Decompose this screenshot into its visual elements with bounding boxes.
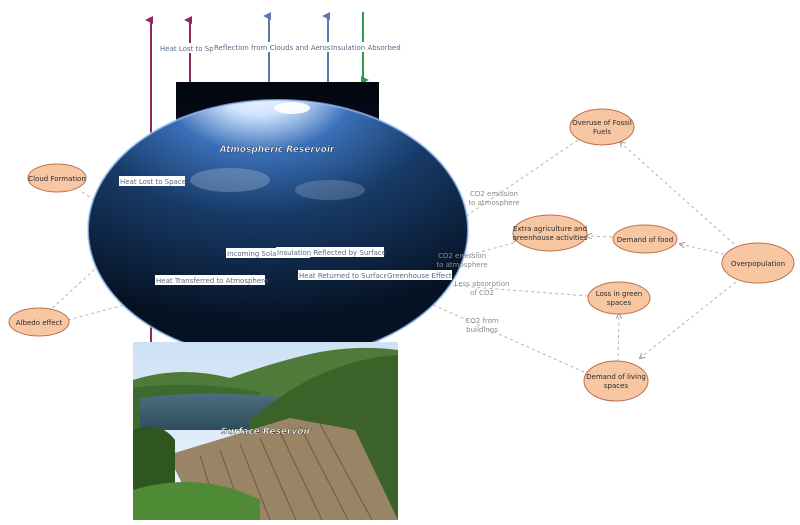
- node-agri-label-line1: Extra agriculture and: [513, 225, 587, 233]
- node-overuse-fossil-fuels[interactable]: Overuse of Fossil Fuels: [569, 108, 635, 146]
- label-co2-emission-2-line2: to atmosphere: [436, 261, 487, 269]
- node-living-label-line1: Demand of living: [586, 373, 646, 381]
- node-living-label-line2: spaces: [604, 382, 629, 390]
- label-co2-emission-1-line2: to atmosphere: [468, 199, 519, 207]
- label-co2-emission-2-line1: CO2 emission: [438, 252, 486, 260]
- node-loss-green-spaces[interactable]: Loss in green spaces: [587, 281, 651, 315]
- link-living-to-green: [618, 314, 619, 363]
- surface-reservoir-title: Surface Reservoir: [221, 427, 312, 437]
- label-reflection-clouds: Reflection from Clouds and Aerosols: [214, 44, 341, 52]
- node-agri-label-line2: greenhouse activities: [512, 234, 587, 242]
- label-less-absorption-line1: Less absorption: [455, 280, 510, 288]
- node-demand-of-food[interactable]: Demand of food: [612, 224, 678, 254]
- link-fossil-to-greenhouse: [378, 139, 579, 276]
- node-fossil-label-line1: Overuse of Fossil: [572, 119, 632, 127]
- label-co2-buildings-line1: CO2 from: [465, 317, 499, 325]
- node-extra-agriculture[interactable]: Extra agriculture and greenhouse activit…: [512, 214, 588, 252]
- label-greenhouse-effect: Greenhouse Effect: [387, 272, 452, 280]
- node-cloud-formation[interactable]: Cloud Formation: [27, 163, 87, 193]
- node-overpopulation-label: Overpopulation: [731, 260, 785, 268]
- node-albedo-effect-label: Albedo effect: [16, 319, 63, 327]
- link-living-to-greenhouse: [382, 282, 585, 373]
- node-demand-living-spaces[interactable]: Demand of living spaces: [583, 360, 649, 402]
- node-fossil-label-line2: Fuels: [593, 128, 611, 136]
- node-food-label: Demand of food: [617, 236, 673, 244]
- node-cloud-formation-label: Cloud Formation: [28, 175, 86, 183]
- node-overpopulation[interactable]: Overpopulation: [721, 242, 795, 284]
- label-heat-returned: Heat Returned to Surface: [299, 272, 388, 280]
- atmospheric-reservoir-image: Atmospheric Reservoir: [87, 82, 469, 361]
- node-green-label-line2: spaces: [607, 299, 632, 307]
- link-green-to-greenhouse: [380, 280, 589, 297]
- label-insulation-absorbed: Insulation Absorbed: [331, 44, 401, 52]
- link-over-to-food: [680, 244, 725, 255]
- label-co2-buildings-line2: buildings: [466, 326, 498, 334]
- label-heat-lost-top: Heat Lost to Sp...: [160, 45, 220, 53]
- label-heat-lost-space: Heat Lost to Space: [120, 178, 186, 186]
- label-co2-emission-1-line1: CO2 emission: [470, 190, 518, 198]
- node-albedo-effect[interactable]: Albedo effect: [8, 307, 70, 337]
- label-heat-transferred: Heat Transferred to Atmosphere: [156, 277, 268, 285]
- label-incoming-solar: Incoming Solar Radiation: [227, 250, 315, 258]
- atmospheric-reservoir-title: Atmospheric Reservoir: [219, 145, 335, 155]
- node-green-label-line1: Loss in green: [596, 290, 642, 298]
- link-food-to-agri: [587, 236, 613, 237]
- link-over-to-living: [640, 281, 737, 358]
- label-less-absorption-line2: of CO2: [470, 289, 494, 297]
- surface-reservoir-image: Surface Reservoir: [133, 342, 398, 521]
- label-insulation-reflected: Insulation Reflected by Surface: [277, 249, 386, 257]
- link-over-to-fossil: [620, 142, 735, 245]
